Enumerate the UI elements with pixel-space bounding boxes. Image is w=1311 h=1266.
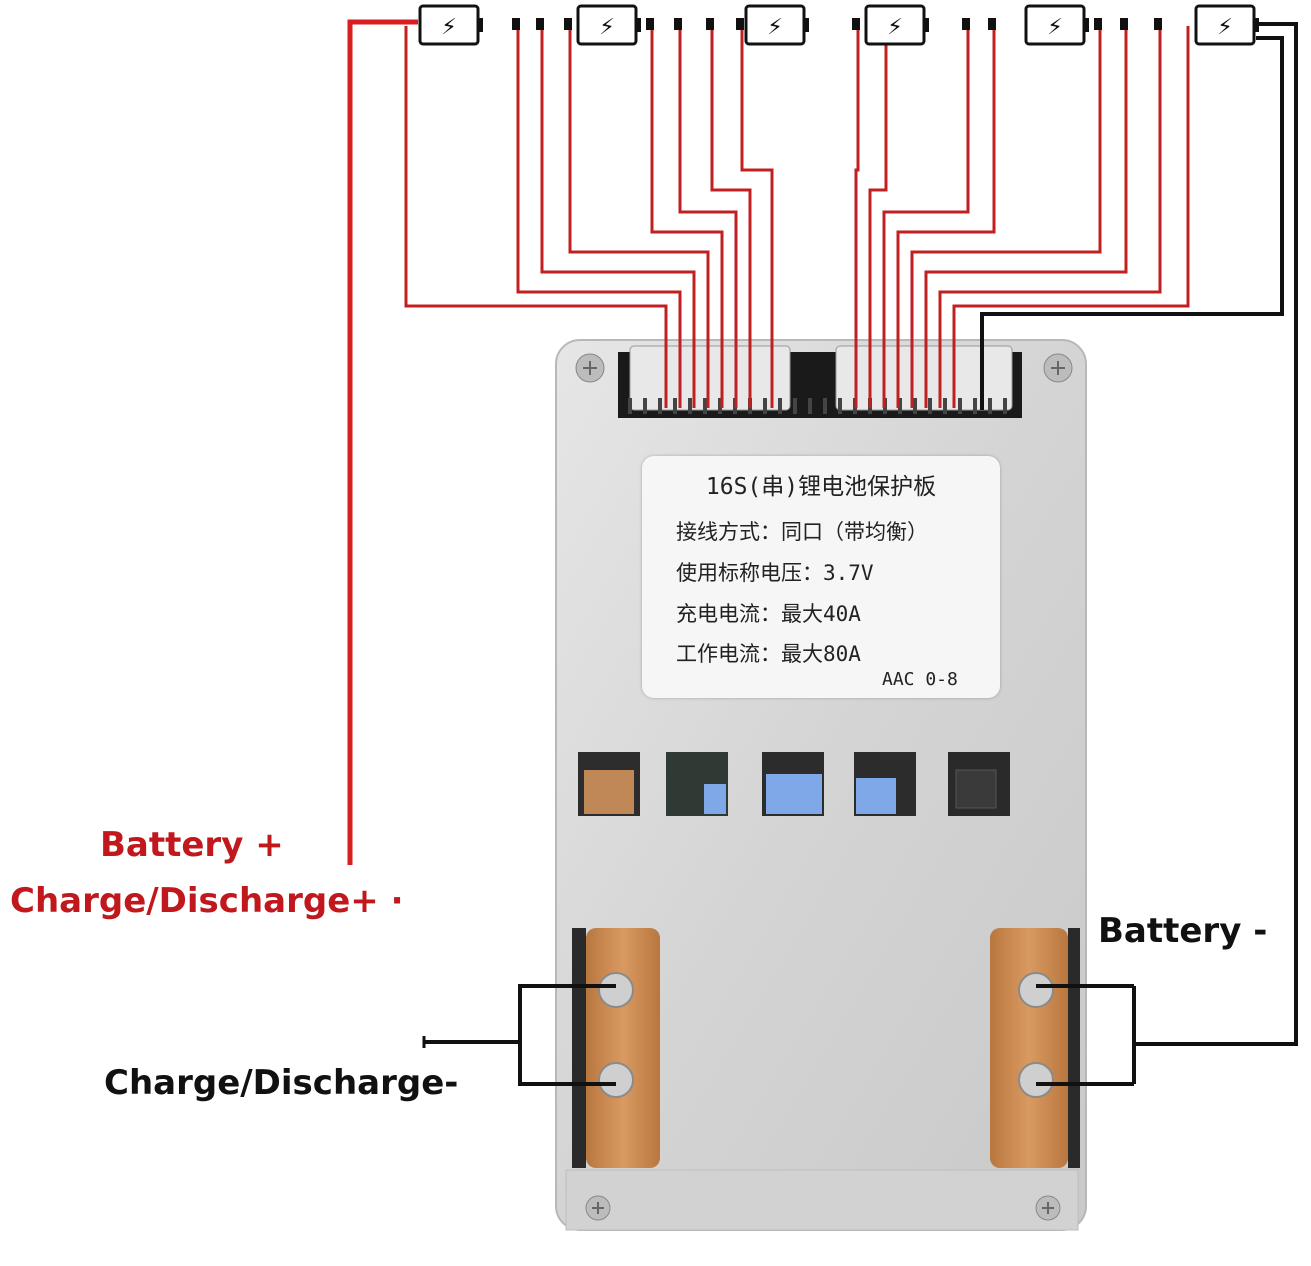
cell-tab xyxy=(512,18,520,30)
balance-wire xyxy=(952,26,1190,408)
cell-tab xyxy=(1120,18,1128,30)
connector-pin xyxy=(913,398,917,414)
cell-tab xyxy=(852,18,860,30)
spec-sticker: 16S(串)锂电池保护板 接线方式：同口（带均衡） 使用标称电压：3.7V 充电… xyxy=(642,456,1000,698)
connector-pin xyxy=(958,398,962,414)
cell-tab xyxy=(1154,18,1162,30)
negative-wires xyxy=(422,22,1298,1086)
battery-icon: ⚡ xyxy=(864,4,929,46)
balance-wire xyxy=(710,26,752,408)
balance-wire xyxy=(882,26,970,408)
balance-wire xyxy=(854,26,860,408)
connector-pin xyxy=(703,398,707,414)
cell-tab xyxy=(988,18,996,30)
connector-pin xyxy=(688,398,692,414)
cell-tab xyxy=(736,18,744,30)
connector-pin xyxy=(943,398,947,414)
mounting-screws xyxy=(575,353,1073,1221)
connector-pin xyxy=(823,398,827,414)
balance-wire xyxy=(896,26,996,408)
connector-pin xyxy=(658,398,662,414)
battery-icon: ⚡ xyxy=(744,4,809,46)
battery-cells: ⚡ ⚡ ⚡ ⚡ ⚡ ⚡ xyxy=(418,4,1259,46)
balance-wire xyxy=(516,26,682,408)
lightning-icon: ⚡ xyxy=(887,15,902,40)
charge-discharge-minus-label: Charge/Discharge- xyxy=(104,1063,459,1103)
charge-discharge-plus-label: Charge/Discharge+ · xyxy=(10,881,404,921)
balance-wire xyxy=(678,26,738,408)
connector-pin xyxy=(973,398,977,414)
connector-pin xyxy=(793,398,797,414)
connector-pin xyxy=(778,398,782,414)
connector-pin xyxy=(718,398,722,414)
balance-wire xyxy=(404,26,668,408)
sticker-charge-current: 充电电流：最大40A xyxy=(676,602,861,626)
battery-plus-label: Battery + xyxy=(100,825,284,865)
battery-minus-label: Battery - xyxy=(1098,911,1268,951)
lightning-icon: ⚡ xyxy=(1217,15,1232,40)
battery-icon: ⚡ xyxy=(1024,4,1089,46)
battery-icon: ⚡ xyxy=(418,4,483,46)
balance-wire xyxy=(568,26,710,408)
connector-pin xyxy=(838,398,842,414)
connector-pin xyxy=(898,398,902,414)
connector-pin xyxy=(763,398,767,414)
connector-pin xyxy=(988,398,992,414)
cell-tab xyxy=(674,18,682,30)
cell-tab xyxy=(962,18,970,30)
balance-wire xyxy=(740,26,774,408)
cell-tab xyxy=(564,18,572,30)
sticker-title: 16S(串)锂电池保护板 xyxy=(705,474,937,500)
connector-pin xyxy=(1003,398,1007,414)
lightning-icon: ⚡ xyxy=(599,15,614,40)
sticker-nominal-voltage: 使用标称电压：3.7V xyxy=(676,561,874,585)
lightning-icon: ⚡ xyxy=(441,15,456,40)
cell-tab-stubs xyxy=(512,18,1162,30)
cell-tab xyxy=(1094,18,1102,30)
component-windows xyxy=(578,752,1010,816)
connector-pin xyxy=(673,398,677,414)
sticker-model: AAC 0-8 xyxy=(882,669,958,690)
lightning-icon: ⚡ xyxy=(767,15,782,40)
balance-wires xyxy=(404,26,1190,408)
balance-wire xyxy=(924,26,1128,408)
connector-pin xyxy=(808,398,812,414)
balance-wire xyxy=(868,26,888,408)
balance-wire xyxy=(650,26,724,408)
connector-pin xyxy=(643,398,647,414)
balance-wire xyxy=(938,26,1162,408)
cell-tab xyxy=(646,18,654,30)
battery-icon: ⚡ xyxy=(576,4,641,46)
cell-tab xyxy=(706,18,714,30)
balance-wire xyxy=(540,26,696,408)
sticker-work-current: 工作电流：最大80A xyxy=(676,642,861,666)
connector-pin xyxy=(628,398,632,414)
connector-pin xyxy=(928,398,932,414)
lightning-icon: ⚡ xyxy=(1047,15,1062,40)
sticker-wiring-mode: 接线方式：同口（带均衡） xyxy=(676,520,928,544)
cell-tab xyxy=(536,18,544,30)
balance-wire xyxy=(910,26,1102,408)
positive-wire xyxy=(347,19,418,865)
battery-icon: ⚡ xyxy=(1194,4,1259,46)
